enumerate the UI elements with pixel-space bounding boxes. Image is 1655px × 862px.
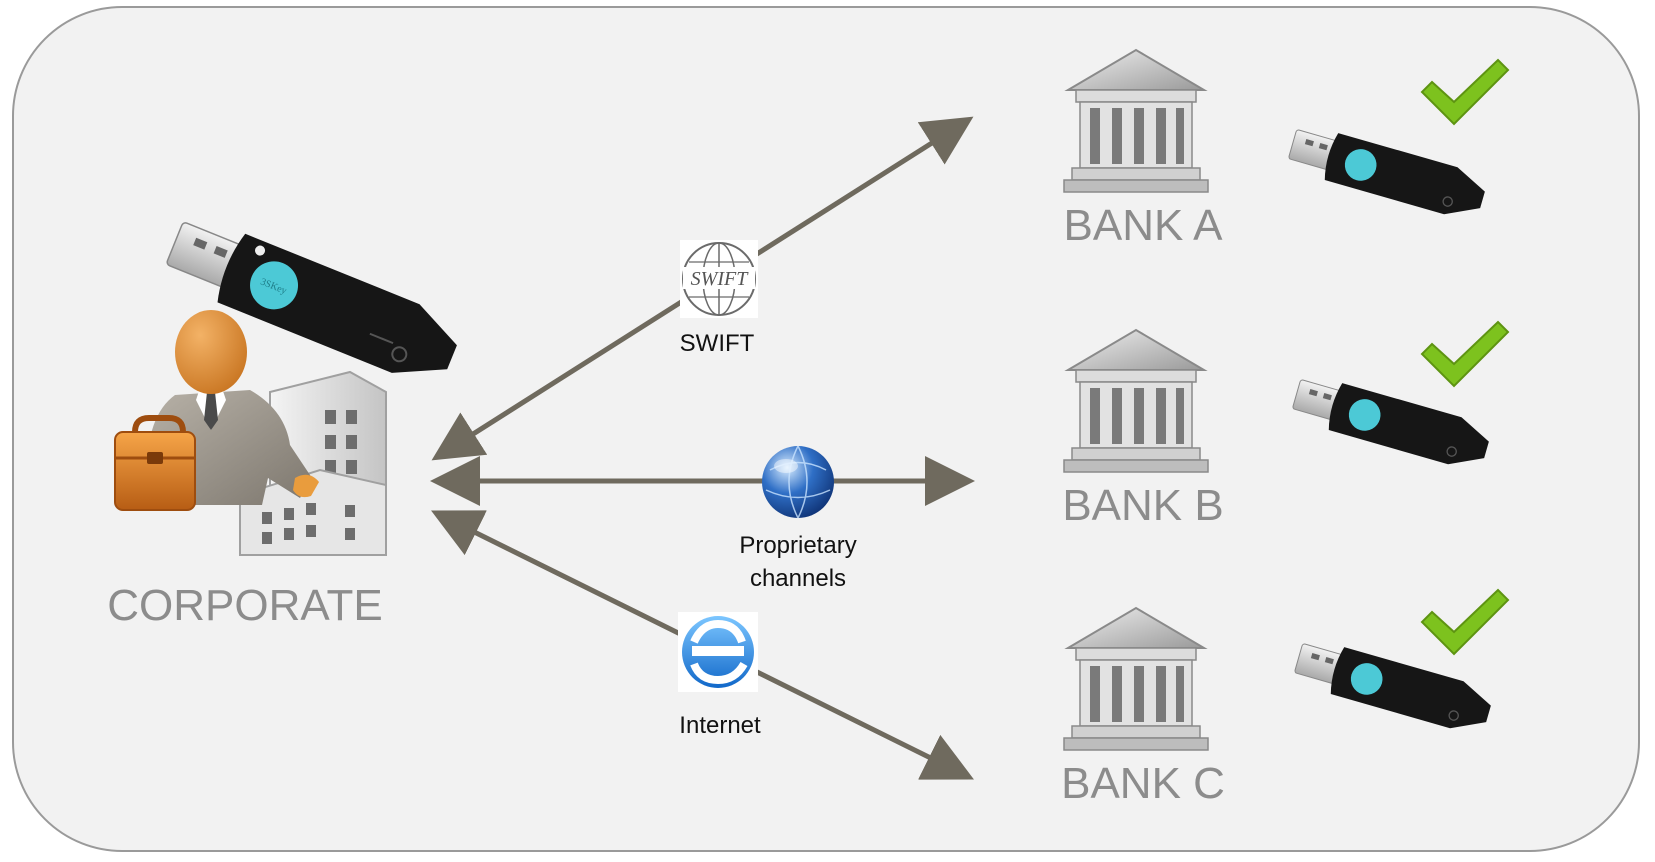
usb-token-icon bbox=[1292, 379, 1489, 465]
briefcase-icon bbox=[114, 415, 196, 511]
bank-a-group: BANK A bbox=[1063, 48, 1224, 250]
check-icon bbox=[1420, 58, 1510, 126]
bank-b-group: BANK B bbox=[1062, 328, 1224, 530]
channel-label-proprietary-line2: channels bbox=[750, 565, 846, 592]
corporate-user-icon bbox=[114, 310, 387, 556]
usb-token-icon bbox=[1294, 643, 1491, 729]
office-building-icon bbox=[239, 370, 387, 556]
bank-building-icon bbox=[1063, 48, 1209, 193]
bank-c-group: BANK C bbox=[1061, 606, 1225, 808]
channel-label-proprietary-line1: Proprietary bbox=[739, 532, 856, 559]
usb-token-icon: 3SKey bbox=[166, 222, 457, 373]
internet-browser-icon bbox=[678, 612, 758, 692]
bank-a-label: BANK A bbox=[1064, 201, 1224, 250]
check-icon bbox=[1420, 588, 1510, 656]
channel-label-swift: SWIFT bbox=[680, 330, 755, 357]
bank-building-icon bbox=[1063, 328, 1209, 473]
channel-label-internet: Internet bbox=[679, 712, 761, 739]
bank-c-label: BANK C bbox=[1061, 759, 1225, 808]
bank-building-icon bbox=[1063, 606, 1209, 751]
swift-logo-icon: SWIFT bbox=[680, 240, 758, 318]
check-icon bbox=[1420, 320, 1510, 388]
bank-b-label: BANK B bbox=[1062, 481, 1223, 530]
swift-logo-text: SWIFT bbox=[691, 268, 750, 290]
globe-network-icon bbox=[762, 445, 834, 519]
corporate-label: CORPORATE bbox=[107, 581, 382, 630]
usb-token-icon bbox=[1288, 129, 1485, 215]
